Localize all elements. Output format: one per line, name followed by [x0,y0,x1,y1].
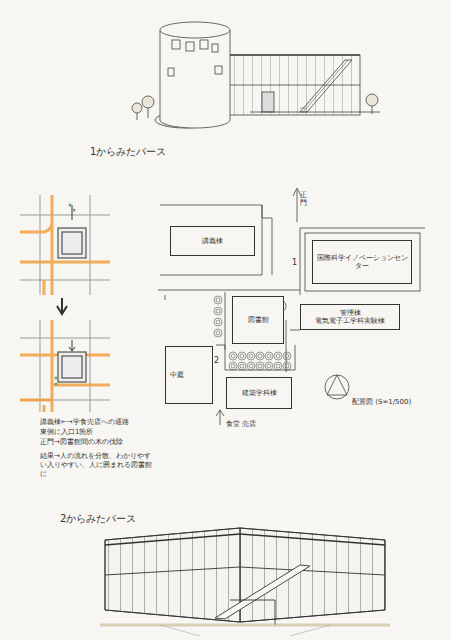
callout-number: 1 [292,258,297,268]
building-box: 管理棟電気電子工学科実験棟 [300,304,400,330]
building-name: 建築学科棟 [242,389,277,397]
building-name: 中庭 [170,371,184,379]
building-box: 図書館 [232,296,284,344]
note: 正門→図書館間の木の伐除 [40,438,155,447]
callout-number: 2 [214,356,219,366]
note: 結果→人の流れを分散、わかりやすい入りやすい、人に囲まれる図書館に [40,452,155,479]
building-name: 電気電子工学科実験棟 [315,317,385,325]
perspective-2 [100,528,390,636]
view-title: 2からみたパース [60,512,160,525]
building-box: 講義棟 [170,226,255,256]
building-box: 中庭 [165,346,213,404]
note: 正門 [300,192,307,207]
site-diagram [20,195,110,412]
building-name: 講義棟 [202,237,223,245]
building-name: 図書館 [248,316,269,324]
view-title: 1からみたパース [90,145,190,158]
building-name: 国際科学イノベーションセンター [315,254,409,271]
note: 講義棟←→学食売店への通路 [40,418,155,427]
note: 配置図 (S=1/500) [352,398,432,407]
note: 東側に入口1箇所 [40,428,155,437]
building-box: 国際科学イノベーションセンター [312,240,412,284]
note: 食堂 売店 [226,420,276,429]
trees [214,296,291,370]
site-plan-lines [158,188,425,425]
building-name: 管理棟 [340,309,361,317]
perspective-1 [132,22,380,128]
building-box: 建築学科棟 [226,377,292,409]
